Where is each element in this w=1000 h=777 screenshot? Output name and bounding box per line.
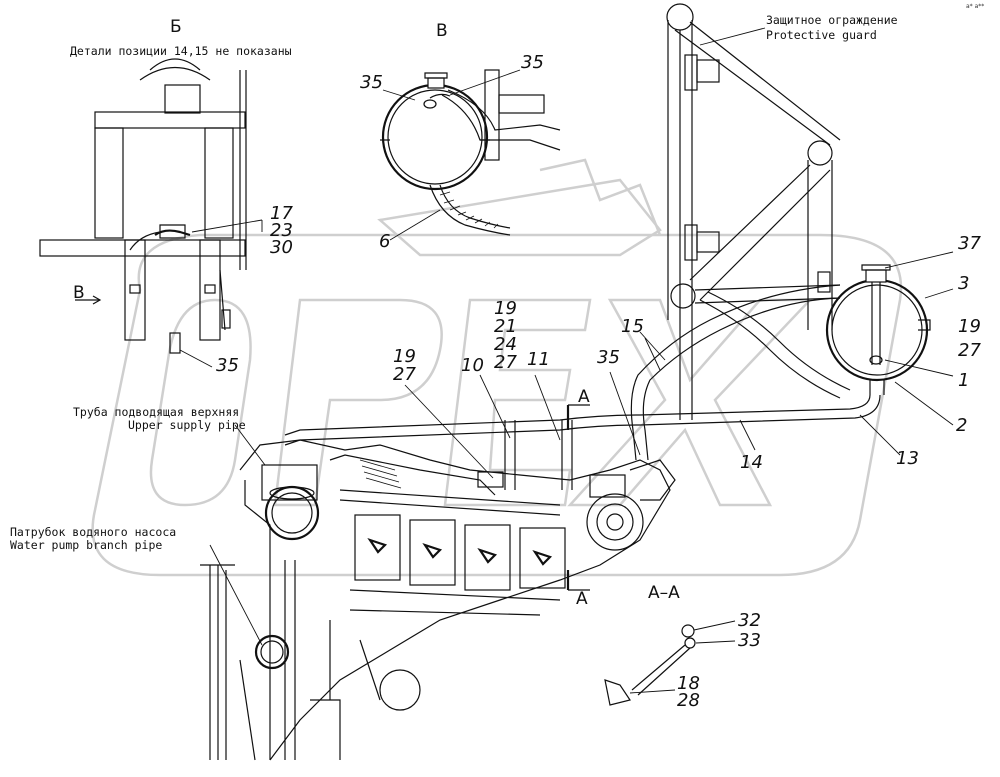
view-b-drawing [39,58,263,368]
callout-v-35-left: 35 [360,72,383,93]
protective-guard-drawing [666,3,841,420]
section-aa-title: А–А [648,583,680,603]
upper-supply-pipe-label-ru: Труба подводящая верхняя [73,405,240,419]
callout-14: 14 [740,452,763,473]
callout-21-middle: 21 [494,316,517,337]
callout-18: 18 [677,673,700,694]
callout-b-17: 17 [270,203,293,224]
callout-27-left: 27 [393,364,416,385]
callout-19-left: 19 [393,346,416,367]
callout-27-middle: 27 [494,352,517,373]
callout-13: 13 [896,448,919,469]
view-b-arrow-label: В [73,283,85,303]
expansion-tank-drawing [825,251,954,456]
callout-27-right: 27 [958,340,981,361]
upper-supply-pipe-label-en: Upper supply pipe [128,418,246,432]
section-aa-drawing [604,620,736,706]
water-pump-label-en: Water pump branch pipe [10,538,163,552]
engine-drawing [200,337,676,761]
callout-11: 11 [527,349,550,370]
pipes-drawing [284,284,881,461]
view-b-title: Б [170,17,182,37]
callout-b-35: 35 [216,355,239,376]
section-a-marks [566,404,590,591]
callout-28: 28 [677,690,700,711]
details-not-shown-note: Детали позиции 14,15 не показаны [70,44,292,58]
callout-10: 10 [461,355,484,376]
callout-33: 33 [738,630,761,651]
callout-19-right: 19 [958,316,981,337]
callout-2: 2 [956,415,968,436]
callout-32: 32 [738,610,761,631]
protective-guard-label-ru: Защитное ограждение [766,13,898,27]
callout-35-middle: 35 [597,347,620,368]
callout-1: 1 [958,370,970,391]
section-a-top-label: А [578,387,590,407]
view-v-title: В [436,21,448,41]
callout-37: 37 [958,233,981,254]
callout-v-6: 6 [379,231,391,252]
callout-19-middle: 19 [494,298,517,319]
callout-24-middle: 24 [494,334,517,355]
corner-code: а* а** [966,3,985,10]
callout-15: 15 [621,316,644,337]
callout-3: 3 [958,273,970,294]
protective-guard-label-en: Protective guard [766,28,877,42]
callout-b-23: 23 [270,220,293,241]
water-pump-label-ru: Патрубок водяного насоса [10,525,177,539]
view-v-drawing [380,69,561,241]
callout-b-30: 30 [270,237,293,258]
section-a-bottom-label: А [576,589,588,609]
callout-v-35-right: 35 [521,52,544,73]
